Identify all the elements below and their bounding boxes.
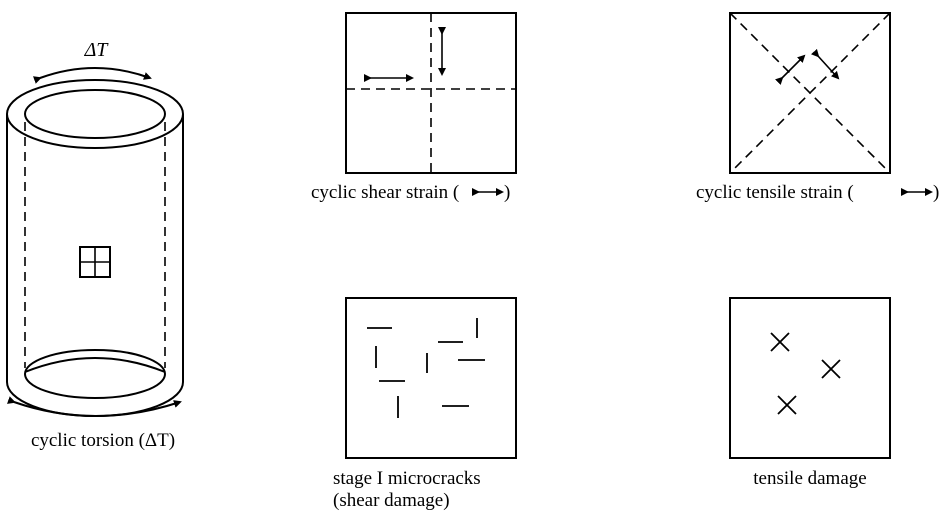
tensile-crack-x (821, 359, 841, 379)
cylinder-caption: cyclic torsion (ΔT) (31, 430, 175, 451)
microcracks-panel: stage I microcracks (shear damage) (333, 297, 517, 511)
shear-strain-panel: cyclic shear strain ( ) (311, 12, 517, 203)
microcracks-caption-line2: (shear damage) (333, 490, 450, 511)
top-torque-symbol: ΔT (84, 39, 110, 61)
tensile-crack-x (770, 332, 790, 352)
cylinder-top-inner (24, 89, 166, 139)
microcracks-caption-line1: stage I microcracks (333, 468, 481, 489)
tensile-plane-diag-2 (729, 12, 891, 174)
tensile-strain-panel: cyclic tensile strain ( ) (696, 12, 939, 203)
tensile-damage-panel: tensile damage (729, 297, 891, 489)
tensile-strain-square (729, 12, 891, 174)
shear-strain-caption: cyclic shear strain ( (311, 182, 459, 203)
tensile-strain-caption: cyclic tensile strain ( (696, 182, 854, 203)
tensile-arrow-right (811, 48, 840, 80)
tensile-crack-x (777, 395, 797, 415)
torsion-cylinder: ΔT cyclic torsion (ΔT) (6, 39, 184, 451)
tensile-damage-square (729, 297, 891, 459)
bottom-torsion-arrow (7, 396, 182, 417)
tensile-arrow-left (774, 54, 806, 86)
top-torsion-arrow (32, 67, 152, 84)
cylinder-bottom-inner-back (24, 357, 166, 373)
shear-strain-caption-end: ) (504, 182, 510, 203)
tensile-strain-caption-end: ) (933, 182, 939, 203)
tensile-damage-caption: tensile damage (753, 468, 866, 489)
microcracks-square (345, 297, 517, 459)
